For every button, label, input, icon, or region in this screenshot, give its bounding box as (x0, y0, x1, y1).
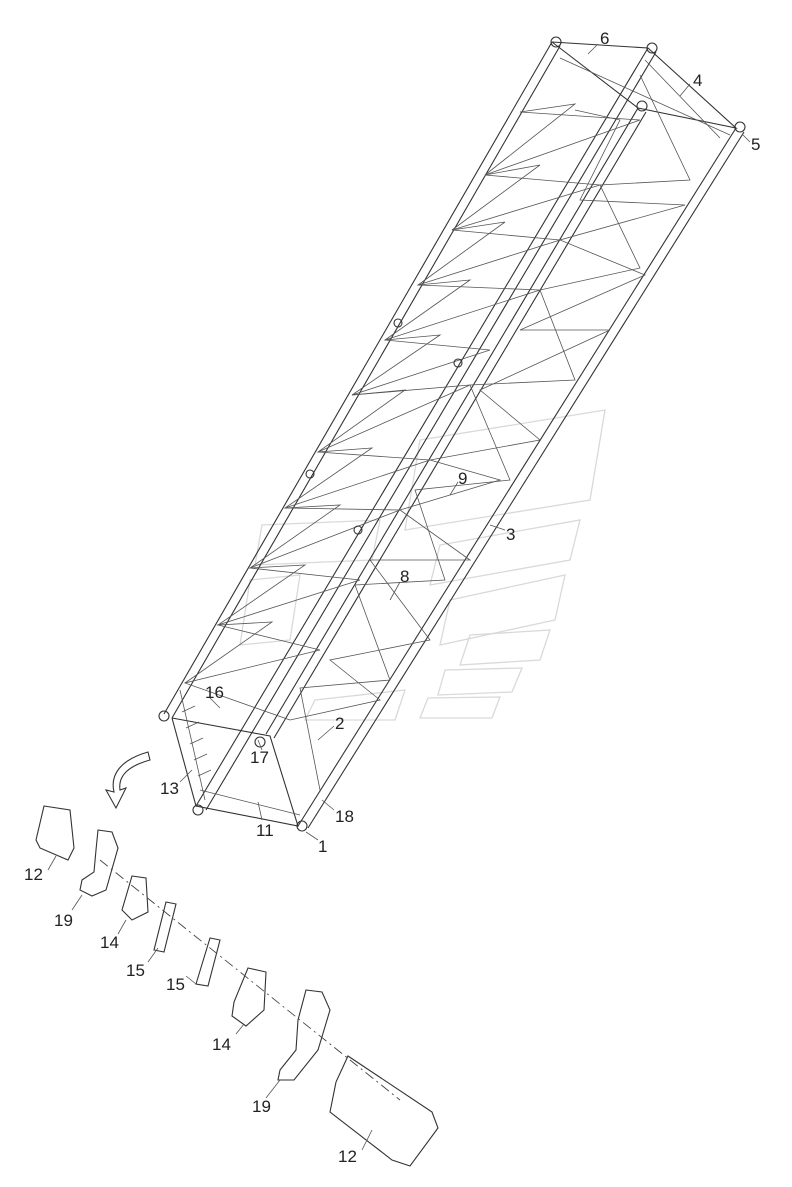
exploded-view-arrow (104, 751, 151, 810)
callout-5: 5 (751, 135, 760, 154)
chord-inner (265, 107, 639, 735)
callout-8: 8 (400, 567, 409, 586)
callout-19-upper: 19 (54, 911, 73, 930)
callout-17: 17 (250, 748, 269, 767)
callout-4: 4 (693, 71, 702, 90)
callout-13: 13 (160, 779, 179, 798)
lattice-boom-section (158, 36, 746, 832)
bracket-19-lower (277, 989, 331, 1081)
assembly-axis (99, 859, 401, 1101)
callout-3: 3 (506, 525, 515, 544)
bracket-19-upper (79, 829, 119, 897)
pin-right (734, 121, 746, 133)
callout-14-upper: 14 (100, 933, 119, 952)
callout-12-lower: 12 (338, 1147, 357, 1166)
chord-top-left (163, 41, 553, 715)
callout-6: 6 (600, 29, 609, 48)
end-frame-top (551, 41, 738, 129)
callout-15-upper: 15 (126, 961, 145, 980)
pin-bottom-right (296, 820, 308, 832)
pin-top-right (646, 42, 658, 54)
pin-top-left (550, 36, 562, 48)
end-frame-bottom (171, 717, 299, 827)
plate-12-lower (329, 1055, 439, 1167)
callout-19-lower: 19 (252, 1097, 271, 1116)
callout-2: 2 (335, 714, 344, 733)
callout-14-lower: 14 (212, 1035, 231, 1054)
pin-bottom-left (158, 710, 170, 722)
callout-9: 9 (458, 469, 467, 488)
chord-bottom-right (297, 127, 737, 827)
watermark-logo (239, 409, 606, 721)
chord-top-right (195, 47, 649, 807)
shim-14-upper (121, 875, 149, 921)
callout-12-upper: 12 (24, 865, 43, 884)
callout-11: 11 (256, 821, 274, 840)
plate-12-upper (35, 805, 75, 861)
leader-lines (47, 43, 751, 1151)
callout-1: 1 (318, 837, 327, 856)
wedge-15-lower (195, 937, 221, 987)
callout-18: 18 (335, 807, 354, 826)
exploded-parts (35, 805, 439, 1167)
shim-14-lower (231, 967, 267, 1027)
callout-labels: 6 4 5 9 3 8 16 2 17 13 18 11 1 12 19 14 … (24, 29, 760, 1166)
wedge-15-upper (153, 901, 177, 953)
callout-16: 16 (205, 683, 224, 702)
callout-15-lower: 15 (166, 975, 185, 994)
